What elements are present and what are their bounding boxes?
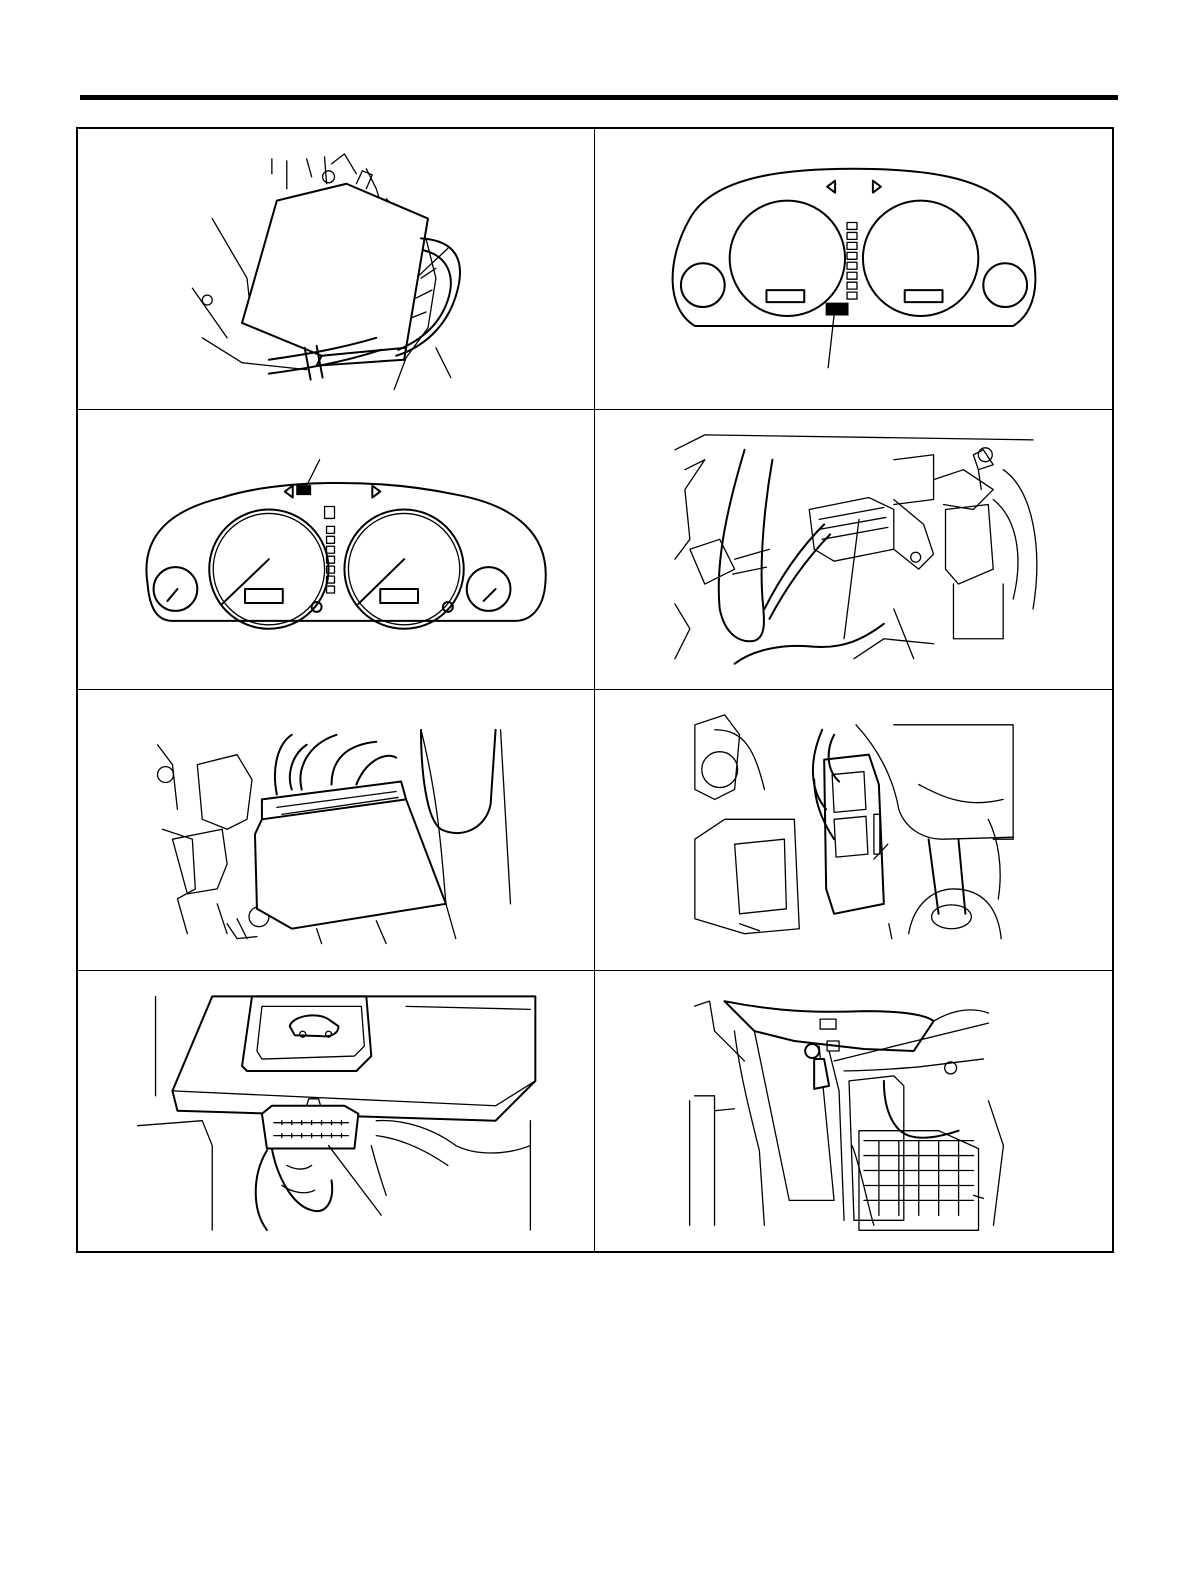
figure-ground-terminal	[595, 971, 1112, 1252]
under-dash-connector-illustration	[595, 410, 1112, 690]
ground-terminal-illustration	[595, 971, 1112, 1252]
header-rule	[80, 95, 1118, 100]
control-unit-illustration	[78, 129, 594, 409]
figure-under-dash-connector	[595, 410, 1112, 691]
figure-module-connector	[78, 690, 595, 971]
module-connector-illustration	[78, 690, 594, 970]
figure-data-link-connector	[78, 971, 595, 1252]
combination-meter-illustration	[595, 129, 1112, 409]
figure-module-behind-column	[595, 690, 1112, 971]
combination-meter-turn-illustration	[78, 410, 594, 690]
figure-combination-meter-turn	[78, 410, 595, 691]
data-link-connector-illustration	[78, 971, 594, 1252]
figure-grid	[76, 127, 1114, 1253]
figure-combination-meter-indicator	[595, 129, 1112, 410]
figure-control-unit	[78, 129, 595, 410]
module-behind-column-illustration	[595, 690, 1112, 970]
